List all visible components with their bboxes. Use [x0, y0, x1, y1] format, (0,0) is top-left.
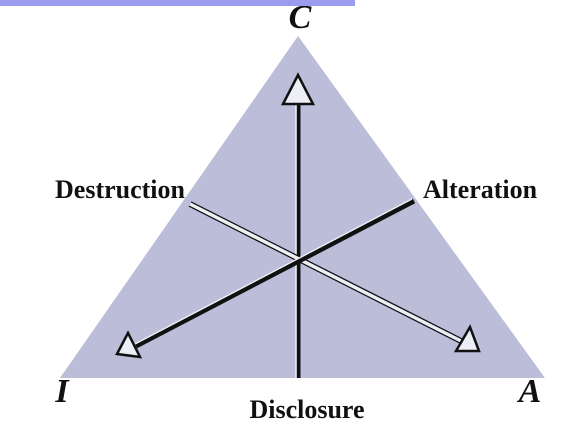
threat-label-disclosure: Disclosure [249, 395, 364, 424]
vertex-label-i: I [54, 373, 70, 410]
threat-label-alteration: Alteration [423, 175, 538, 204]
vertex-label-c: C [289, 0, 312, 36]
vertex-label-a: A [517, 373, 542, 410]
alteration-axis [134, 198, 416, 349]
disclosure-arrow-head [280, 72, 316, 106]
alteration-axis-highlight [134, 198, 413, 345]
top-rule [0, 0, 355, 6]
threat-label-destruction: Destruction [55, 175, 186, 204]
destruction-axis [189, 202, 466, 345]
cia-triangle [60, 36, 545, 378]
alteration-arrow-head [115, 330, 143, 359]
destruction-arrow-head [453, 324, 481, 353]
